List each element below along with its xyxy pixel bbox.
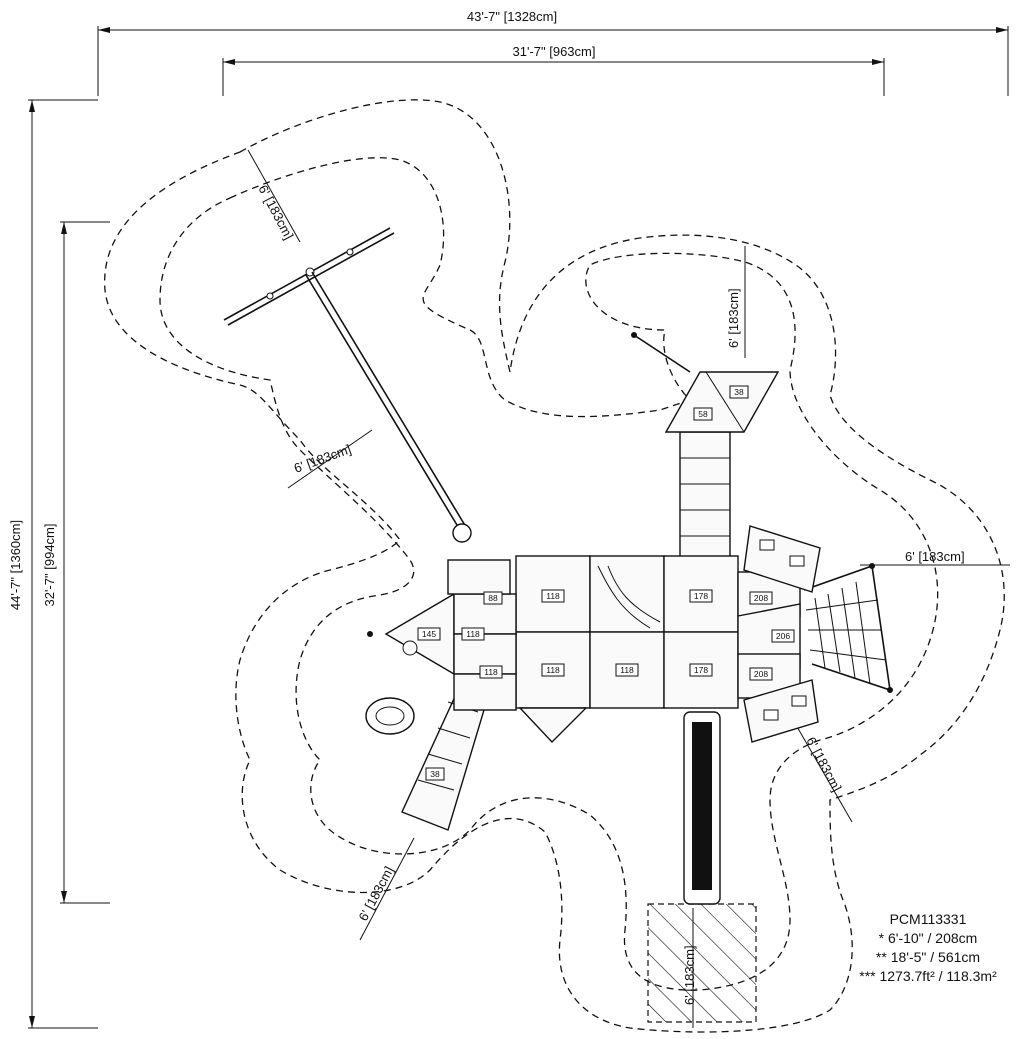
deck-label-178-bottom: 178	[694, 665, 708, 675]
clearance-label-nw: 6' [183cm]	[255, 182, 296, 242]
deck-label-88: 88	[488, 593, 498, 603]
deck-label-118-center-top: 118	[546, 591, 560, 601]
clearance-label-se: 6' [183cm]	[803, 734, 844, 794]
height-spec-1: * 6'-10" / 208cm	[878, 930, 978, 946]
model-number: PCM113331	[889, 911, 967, 927]
clearance-label-n: 6' [183cm]	[726, 288, 741, 348]
deck-label-206: 206	[776, 631, 790, 641]
overall-width-label: 43'-7" [1328cm]	[467, 9, 557, 24]
deck-label-118-southwest: 118	[484, 667, 498, 677]
deck-label-118-middle: 118	[620, 665, 634, 675]
clearance-label-e: 6' [183cm]	[905, 549, 965, 564]
clearance-label-w: 6' [183cm]	[292, 441, 353, 475]
clearance-dimensions	[247, 149, 1010, 1028]
clearance-label-sw: 6' [183cm]	[355, 864, 396, 924]
deck-label-58: 58	[698, 409, 708, 419]
deck-label-118-west: 118	[466, 629, 480, 639]
deck-height-labels: 38 58 38 88 145 118 118 118 118 118 178 …	[417, 385, 795, 781]
west-wing	[367, 559, 517, 711]
spinner-bar	[223, 227, 472, 543]
inner-height-label: 32'-7" [994cm]	[42, 524, 57, 607]
use-zone-inner-boundary	[159, 157, 939, 991]
southwest-walkway	[365, 689, 491, 831]
deck-label-208-top: 208	[754, 593, 768, 603]
inner-width-label: 31'-7" [963cm]	[513, 44, 596, 59]
deck-label-38-north: 38	[734, 387, 744, 397]
deck-label-178-top: 178	[694, 591, 708, 601]
area-spec: *** 1273.7ft² / 118.3m²	[859, 968, 997, 984]
dimension-lines	[28, 26, 1009, 1029]
climbing-net	[803, 563, 893, 693]
product-info-block: PCM113331 * 6'-10" / 208cm ** 18'-5" / 5…	[838, 910, 1018, 986]
deck-label-118-center-bottom: 118	[546, 665, 560, 675]
overall-height-label: 44'-7" [1360cm]	[8, 520, 23, 610]
slide-exit-zone	[647, 903, 757, 1023]
deck-label-145: 145	[422, 629, 436, 639]
tube-slide	[683, 711, 721, 905]
height-spec-2: ** 18'-5" / 561cm	[875, 949, 981, 965]
deck-label-38-southwest: 38	[430, 769, 440, 779]
deck-label-208-bottom: 208	[754, 669, 768, 679]
north-walkway	[679, 431, 731, 561]
